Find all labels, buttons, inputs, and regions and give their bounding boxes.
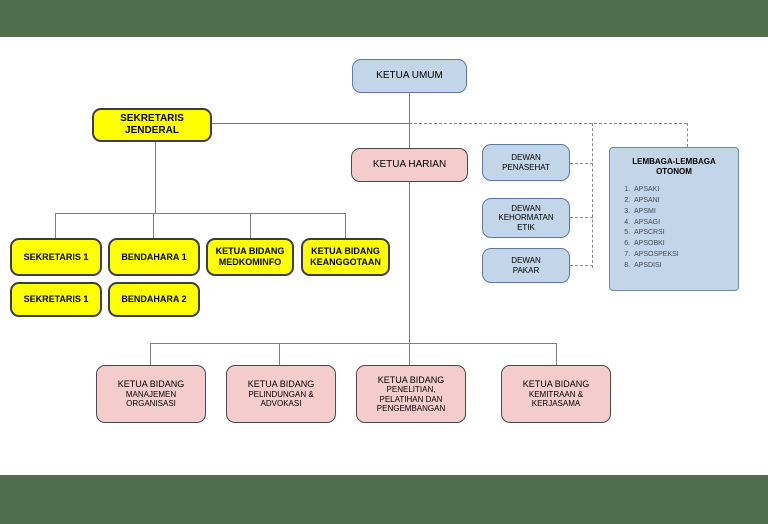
node-bidang-pelindungan-advokasi[interactable]: KETUA BIDANG PELINDUNGAN & ADVOKASI	[226, 365, 336, 423]
node-dewan-kehormatan-etik[interactable]: DEWAN KEHORMATAN ETIK	[482, 198, 570, 238]
division-title: KETUA BIDANG	[522, 379, 590, 390]
division-subtitle: PELINDUNGAN & ADVOKASI	[248, 389, 314, 409]
connector-division-drop-2	[279, 343, 280, 365]
node-ketua-harian[interactable]: KETUA HARIAN	[351, 148, 468, 182]
division-title: KETUA BIDANG	[377, 374, 445, 385]
connector-dashed-top-run	[409, 123, 687, 124]
connector-division-drop-4	[556, 343, 557, 365]
division-subtitle: KEMITRAAN & KERJASAMA	[528, 389, 584, 409]
connector-secretariat-drop-1	[55, 213, 56, 238]
division-label-stack: KETUA BIDANG PELINDUNGAN & ADVOKASI	[230, 379, 332, 408]
connector-secretariat-drop-2	[153, 213, 154, 238]
node-dewan-penasehat[interactable]: DEWAN PENASEHAT	[482, 144, 570, 181]
connector-divisions-bus	[150, 343, 556, 344]
node-bidang-manajemen-organisasi[interactable]: KETUA BIDANG MANAJEMEN ORGANISASI	[96, 365, 206, 423]
node-bendahara-1[interactable]: BENDAHARA 1	[108, 238, 200, 276]
list-item: APSAGI	[632, 218, 738, 229]
list-item: APSANI	[632, 196, 738, 207]
connector-secretariat-bus	[55, 213, 345, 214]
connector-secgen-to-root-spine	[212, 123, 410, 124]
org-chart-canvas: KETUA UMUM SEKRETARIS JENDERAL KETUA HAR…	[0, 37, 768, 475]
connector-daily-chair-drop	[409, 182, 410, 343]
list-item: APSOSPEKSI	[632, 250, 738, 261]
node-bidang-penelitian-pelatihan-pengembangan[interactable]: KETUA BIDANG PENELITIAN, PELATIHAN DAN P…	[356, 365, 466, 423]
panel-title: LEMBAGA-LEMBAGA OTONOM	[632, 157, 716, 176]
node-ketua-bidang-keanggotaan[interactable]: KETUA BIDANG KEANGGOTAAN	[301, 238, 390, 276]
division-label-stack: KETUA BIDANG KEMITRAAN & KERJASAMA	[505, 379, 607, 408]
list-item: APSMI	[632, 207, 738, 218]
node-ketua-umum[interactable]: KETUA UMUM	[352, 59, 467, 93]
connector-dashed-council-1	[570, 163, 593, 164]
panel-lembaga-otonom[interactable]: LEMBAGA-LEMBAGA OTONOM APSAKI APSANI APS…	[609, 147, 739, 291]
node-bidang-kemitraan-kerjasama[interactable]: KETUA BIDANG KEMITRAAN & KERJASAMA	[501, 365, 611, 423]
list-item: APSDISI	[632, 261, 738, 272]
top-green-band	[0, 0, 768, 37]
connector-dashed-council-spine	[592, 123, 593, 268]
division-subtitle: MANAJEMEN ORGANISASI	[125, 389, 177, 409]
node-sekretaris-2[interactable]: SEKRETARIS 1	[10, 282, 102, 317]
division-label-stack: KETUA BIDANG MANAJEMEN ORGANISASI	[100, 379, 202, 408]
connector-secretariat-drop-3	[250, 213, 251, 238]
connector-division-drop-3	[409, 343, 410, 365]
list-item: APSOBKI	[632, 239, 738, 250]
division-subtitle: PENELITIAN, PELATIHAN DAN PENGEMBANGAN	[376, 385, 446, 414]
connector-secretariat-drop-4	[345, 213, 346, 238]
connector-division-drop-1	[150, 343, 151, 365]
node-bendahara-2[interactable]: BENDAHARA 2	[108, 282, 200, 317]
list-item: APSCRSI	[632, 228, 738, 239]
autonomous-institution-list: APSAKI APSANI APSMI APSAGI APSCRSI APSOB…	[610, 185, 738, 272]
division-title: KETUA BIDANG	[117, 379, 185, 390]
node-sekretaris-jenderal[interactable]: SEKRETARIS JENDERAL	[92, 108, 212, 142]
connector-dashed-council-2	[570, 217, 593, 218]
node-dewan-pakar[interactable]: DEWAN PAKAR	[482, 248, 570, 283]
node-sekretaris-1[interactable]: SEKRETARIS 1	[10, 238, 102, 276]
connector-dashed-council-3	[570, 265, 593, 266]
node-ketua-bidang-medkominfo[interactable]: KETUA BIDANG MEDKOMINFO	[206, 238, 294, 276]
division-title: KETUA BIDANG	[247, 379, 315, 390]
division-label-stack: KETUA BIDANG PENELITIAN, PELATIHAN DAN P…	[360, 375, 462, 414]
connector-secgen-drop	[155, 142, 156, 213]
connector-dashed-autonomous-drop	[687, 123, 688, 147]
bottom-green-band	[0, 475, 768, 524]
connector-root-spine-lower	[409, 123, 410, 156]
list-item: APSAKI	[632, 185, 738, 196]
